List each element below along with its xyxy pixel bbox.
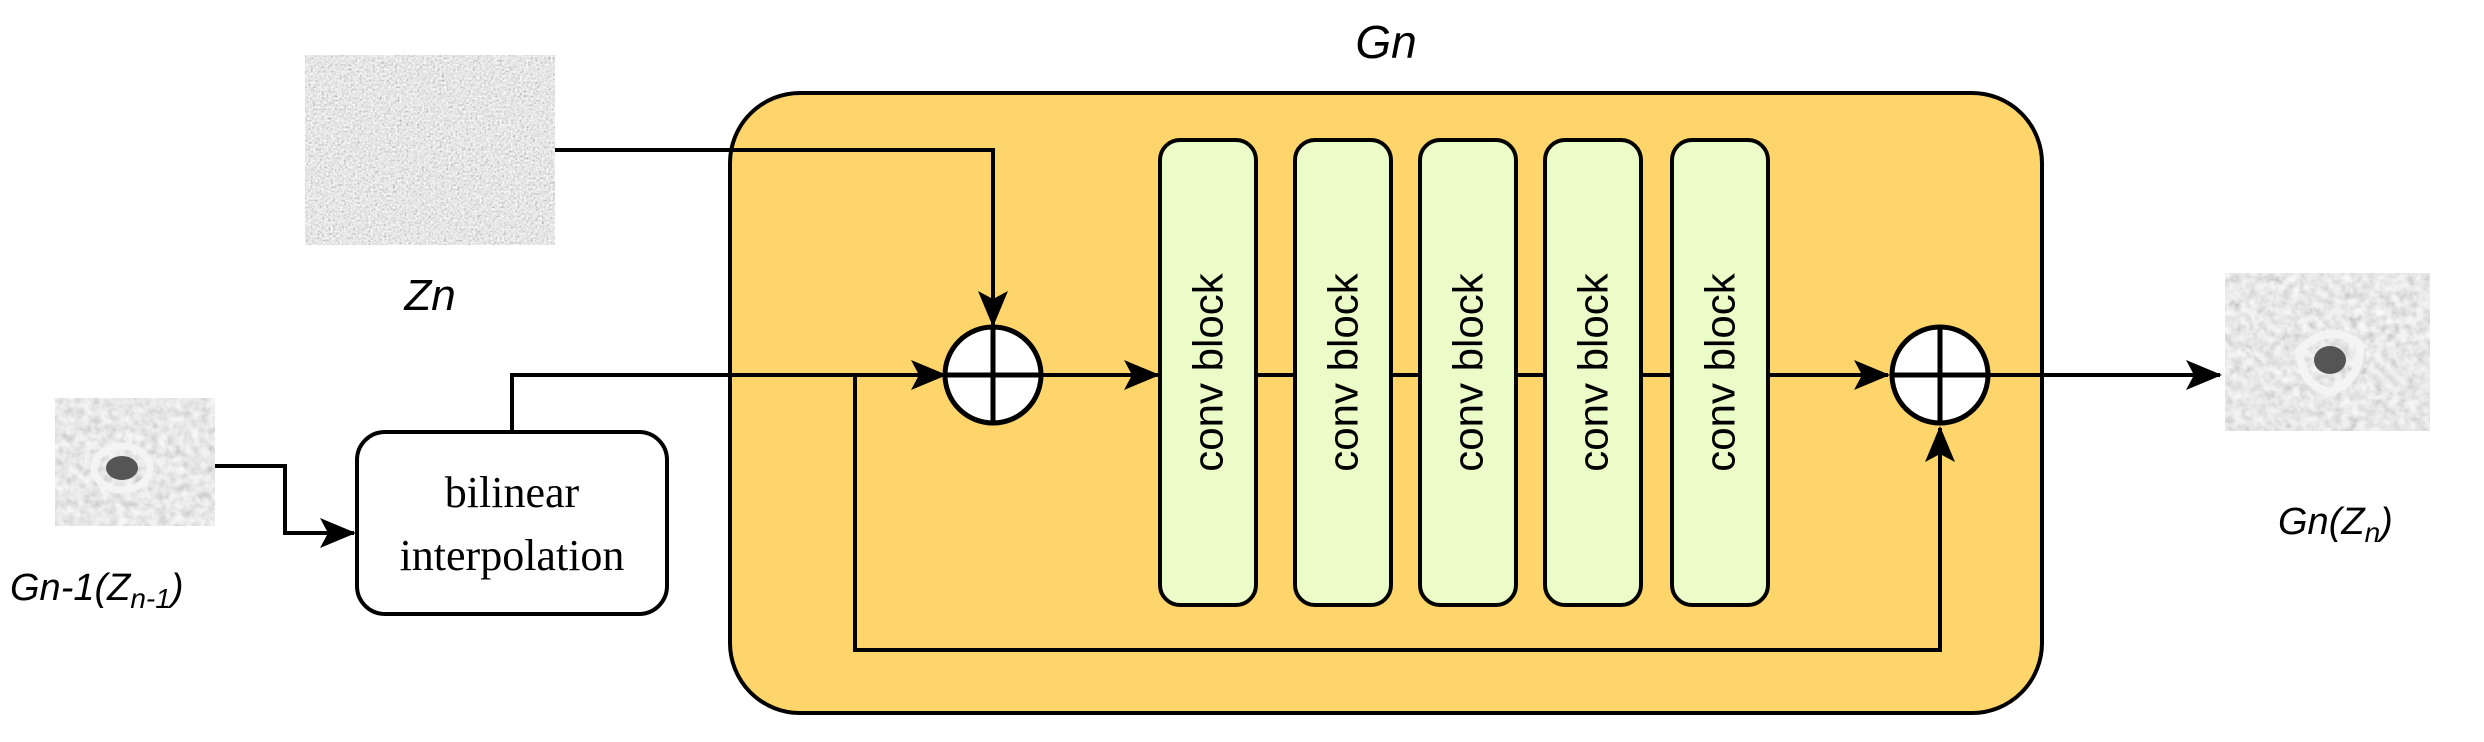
output-label: Gn(Zn) [2278, 501, 2393, 548]
conv-block-label: conv block [1320, 272, 1367, 471]
interpolation-line2: interpolation [400, 531, 625, 580]
interpolation-to-sum-arrow [510, 360, 947, 432]
conv-block [1543, 138, 1643, 607]
conv-block-label: conv block [1185, 272, 1232, 471]
conv-block [1293, 138, 1393, 607]
conv-block [1670, 138, 1770, 607]
sum-node-icon [942, 324, 1044, 426]
conv-blocks: conv block conv block conv block conv block… [1158, 138, 1770, 607]
noise-to-sum-arrow [555, 148, 1008, 327]
conv-block-label: conv block [1445, 272, 1492, 471]
conv-block [1418, 138, 1518, 607]
conv-block-label: conv block [1570, 272, 1617, 471]
conv-block-label: conv block [1697, 272, 1744, 471]
output-image-icon [2225, 273, 2430, 431]
input-label: Gn-1(Zn-1) [10, 567, 183, 614]
input-to-interpolation-arrow [215, 464, 356, 548]
skip-connection-arrow [853, 375, 1955, 652]
noise-label: Zn [403, 271, 455, 320]
noise-image-icon [305, 55, 555, 245]
interpolation-box [355, 430, 669, 616]
conv-block [1158, 138, 1258, 607]
input-image-icon [55, 398, 215, 526]
sum-node-icon [1889, 324, 1991, 426]
generator-title: Gn [1355, 16, 1416, 68]
interpolation-line1: bilinear [445, 468, 580, 517]
